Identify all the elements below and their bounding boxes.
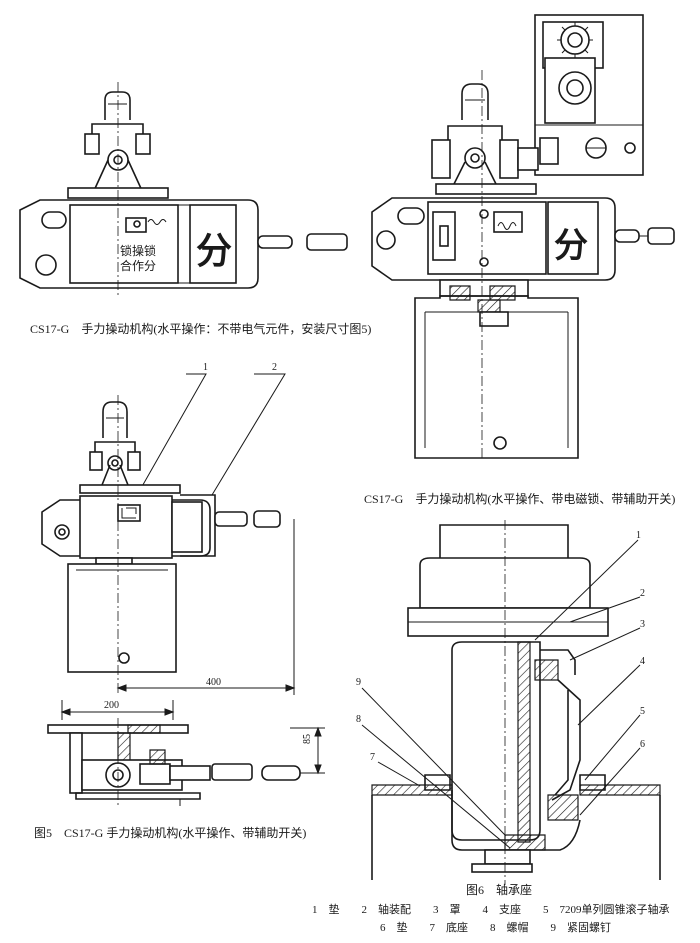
fig6-callout-9: 9 — [356, 677, 361, 688]
panel-label-line1: 锁操锁 — [120, 244, 157, 258]
figure-6-drawing — [361, 520, 661, 885]
caption-fig6-title: 图6 轴承座 — [466, 883, 533, 897]
fig5-callout-1: 1 — [203, 362, 208, 373]
fig5-callout-2: 2 — [272, 362, 277, 373]
fig6-callout-1: 1 — [636, 530, 641, 541]
fig6-callout-7: 7 — [370, 752, 375, 763]
figure-5-drawing — [41, 373, 325, 806]
caption-fig5: 图5 CS17-G 手力操动机构(水平操作、带辅助开关) — [34, 826, 307, 840]
mechanism-top-right — [371, 14, 675, 460]
panel-label-line2: 合作分 — [120, 259, 157, 273]
fig5-dim-85: 85 — [302, 734, 313, 744]
caption-top-left: CS17-G 手力操动机构(水平操作：不带电气元件，安装尺寸图5) — [30, 322, 372, 336]
panel-glyph-open-top-left: 分 — [196, 230, 233, 272]
fig6-callout-3: 3 — [640, 619, 645, 630]
fig6-legend-row2: 6 垫 7 底座 8 螺帽 9 紧固螺钉 — [380, 922, 611, 934]
panel-glyph-open-top-right: 分 — [554, 226, 588, 266]
fig5-dim-200: 200 — [104, 700, 119, 711]
fig6-legend-row1: 1 垫 2 轴装配 3 罩 4 支座 5 7209单列圆锥滚子轴承 — [312, 904, 670, 916]
fig5-dim-400: 400 — [206, 677, 221, 688]
fig6-callout-5: 5 — [640, 706, 645, 717]
caption-top-right: CS17-G 手力操动机构(水平操作、带电磁锁、带辅助开关) — [364, 492, 676, 506]
fig6-callout-2: 2 — [640, 588, 645, 599]
fig6-callout-8: 8 — [356, 714, 361, 725]
fig6-callout-4: 4 — [640, 656, 645, 667]
mechanism-top-left — [19, 82, 348, 295]
fig6-callout-6: 6 — [640, 739, 645, 750]
